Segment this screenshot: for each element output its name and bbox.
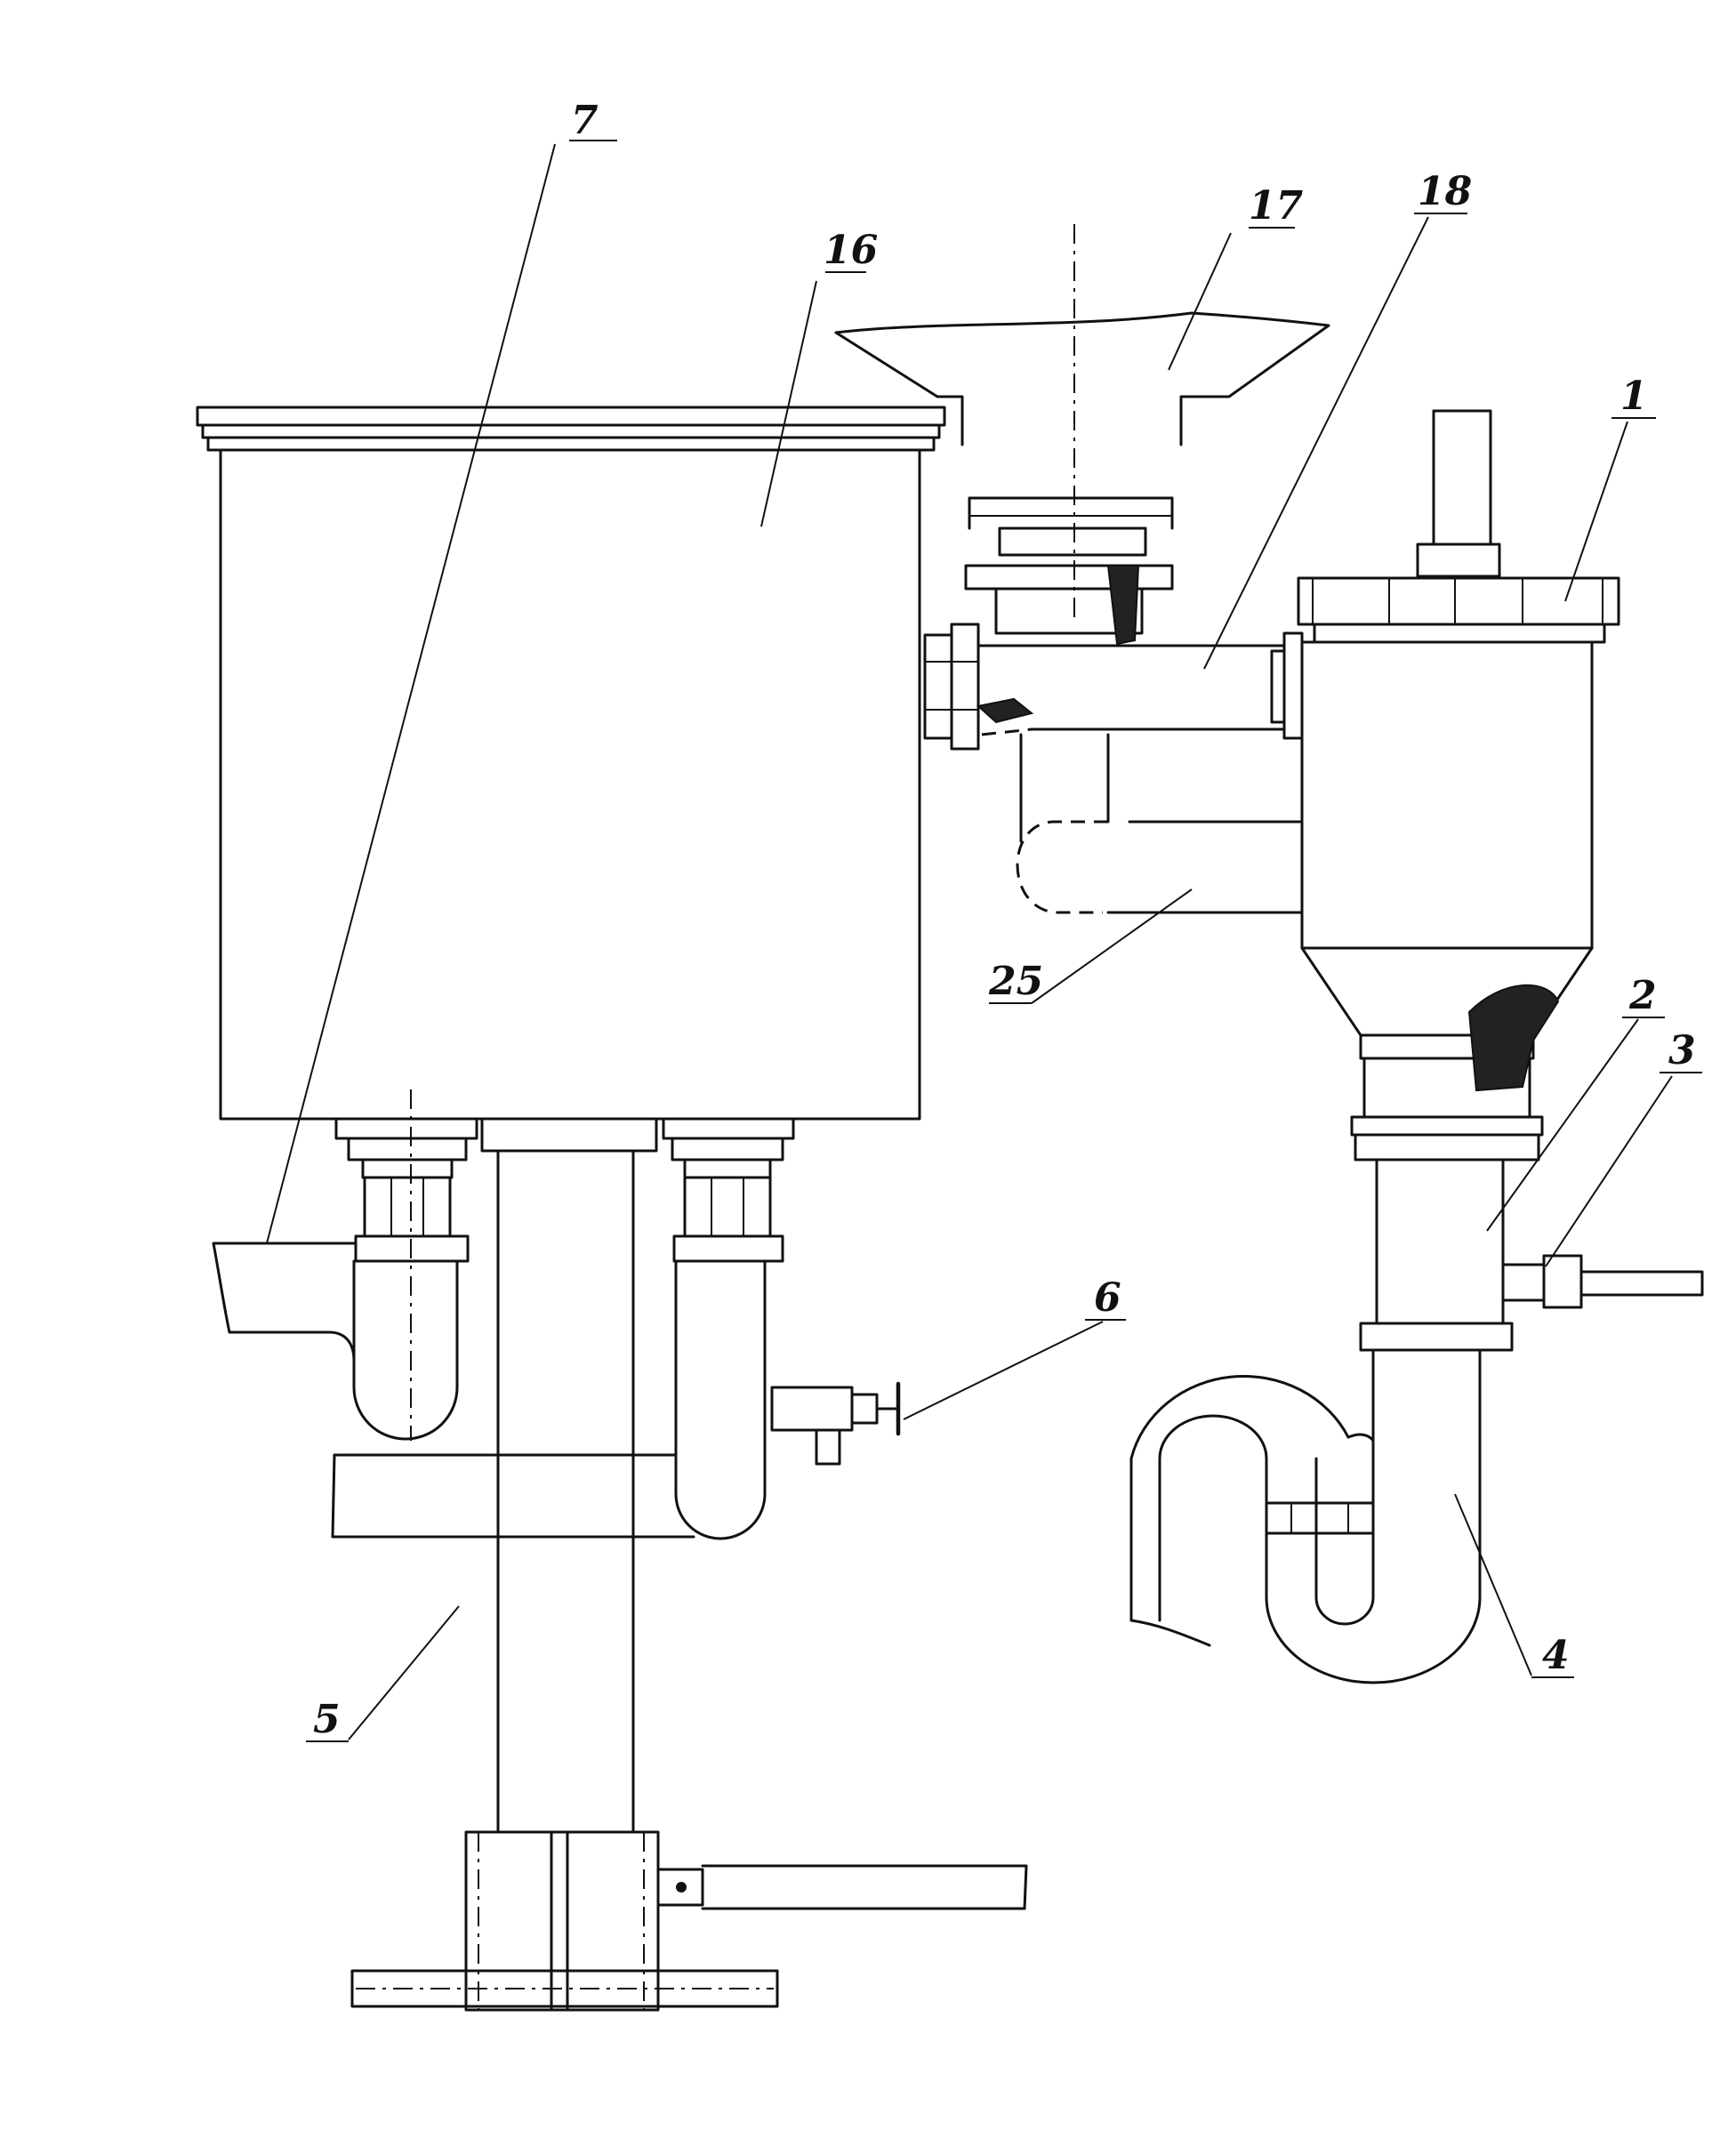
filter-lower-flange: [1350, 1115, 1544, 1137]
left-hex-nut: [363, 1176, 452, 1238]
trap-4-cut-edge: [1129, 1619, 1211, 1647]
callout-16: 16: [824, 228, 878, 273]
lever-arm: [701, 1864, 1028, 1910]
drain-channel-outline: [331, 1453, 695, 1539]
lever-pivot: [676, 1882, 687, 1893]
lever-hub: [656, 1868, 704, 1907]
trap-4-upper-bend-outer: [1129, 1375, 1350, 1460]
callout-3: 3: [1668, 1028, 1696, 1073]
hopper-17: [834, 224, 1330, 646]
centre-flange: [480, 1117, 658, 1153]
callout-4: 4: [1542, 1633, 1570, 1678]
pipe-2-flange: [1359, 1322, 1514, 1352]
leader-5: [348, 1605, 460, 1740]
right-nut-neck: [683, 1158, 772, 1179]
base-sleeve: [464, 1830, 660, 2012]
callout-7: 7: [571, 98, 599, 143]
right-hex-nut: [683, 1176, 772, 1238]
trap-4-clamp: [1265, 1501, 1375, 1535]
right-nut-flange: [662, 1117, 795, 1140]
tank-rim-mid: [201, 423, 941, 439]
right-outlet-assembly: [662, 1117, 901, 1540]
left-nut-neck: [361, 1158, 454, 1179]
trap-4-upper-bend-inner: [1158, 1414, 1268, 1460]
valve-3-nut: [1542, 1254, 1583, 1309]
pipe-18-left-nut: [950, 623, 980, 751]
pipe-18-left-flange: [923, 633, 953, 740]
right-collar: [672, 1234, 784, 1263]
valve-3-stem: [1579, 1270, 1704, 1297]
leader-18: [1203, 216, 1429, 670]
leader-2: [1486, 1018, 1639, 1232]
centre-outlet: [480, 1117, 658, 1834]
drain-channel: [331, 1453, 695, 1539]
tank-rim-bottom: [206, 436, 936, 452]
pipe-18: [923, 623, 1304, 751]
s-trap-4: [1129, 1348, 1482, 1684]
callout-25: 25: [988, 959, 1043, 1004]
pipe-2: [1359, 1158, 1704, 1352]
callout-17: 17: [1249, 183, 1304, 229]
leader-16: [760, 280, 817, 527]
trap-4-lower-bend-inner: [1314, 1457, 1375, 1626]
callout-1: 1: [1620, 374, 1648, 419]
hopper-flange: [964, 564, 1174, 591]
left-outlet-assembly: [212, 1117, 478, 1441]
callout-18: 18: [1418, 169, 1472, 214]
side-outlet-7: [212, 1242, 358, 1362]
left-u-trap: [352, 1259, 459, 1441]
pipe-25-elbow: [1016, 820, 1108, 914]
pipe-18-gasket: [976, 697, 1034, 724]
right-nut-upper: [671, 1137, 784, 1161]
leader-4: [1454, 1493, 1532, 1676]
leader-6: [903, 1321, 1104, 1420]
hopper-coupling: [994, 587, 1144, 635]
left-nut-upper: [347, 1137, 468, 1161]
hopper-17-top: [834, 311, 1330, 446]
callout-5: 5: [313, 1697, 341, 1742]
base-plate: [350, 1969, 779, 2008]
callout-labels: 7 16 17 18 1 25 2 3 6 4 5: [313, 98, 1696, 1742]
callout-6: 6: [1094, 1275, 1121, 1321]
filter-seal-hatch: [1467, 984, 1560, 1092]
left-collar: [354, 1234, 470, 1263]
filter-spindle: [1432, 409, 1492, 546]
valve-6-body: [770, 1386, 854, 1432]
leader-17: [1168, 232, 1232, 371]
base-stand: [350, 1830, 1028, 2012]
right-u-trap: [674, 1259, 767, 1540]
leader-lines: [266, 140, 1702, 1742]
filter-housing-1: [1297, 409, 1620, 1161]
valve-6-knob: [850, 1393, 879, 1425]
leader-1: [1564, 421, 1628, 602]
tank-16: [196, 406, 946, 1441]
hopper-neck: [998, 526, 1147, 557]
tank-rim-top: [196, 406, 946, 427]
left-nut-flange: [334, 1117, 478, 1140]
valve-3-body: [1501, 1263, 1546, 1302]
leader-3: [1545, 1075, 1673, 1267]
filter-body: [1300, 640, 1594, 950]
hopper-17-left: [834, 331, 964, 446]
filter-cap-lip: [1313, 623, 1606, 644]
filter-spindle-nut: [1416, 543, 1501, 578]
leader-7: [266, 143, 556, 1244]
callout-2: 2: [1628, 973, 1657, 1018]
pipe-18-right-flange: [1282, 631, 1304, 740]
trap-4-lower-bend-outer: [1265, 1457, 1482, 1684]
valve-6-stem: [815, 1428, 841, 1466]
pipe-25: [1016, 733, 1304, 914]
filter-lower-flange-2: [1354, 1133, 1540, 1161]
leader-25: [1031, 888, 1193, 1004]
hopper-seal-hatch: [1106, 565, 1140, 646]
